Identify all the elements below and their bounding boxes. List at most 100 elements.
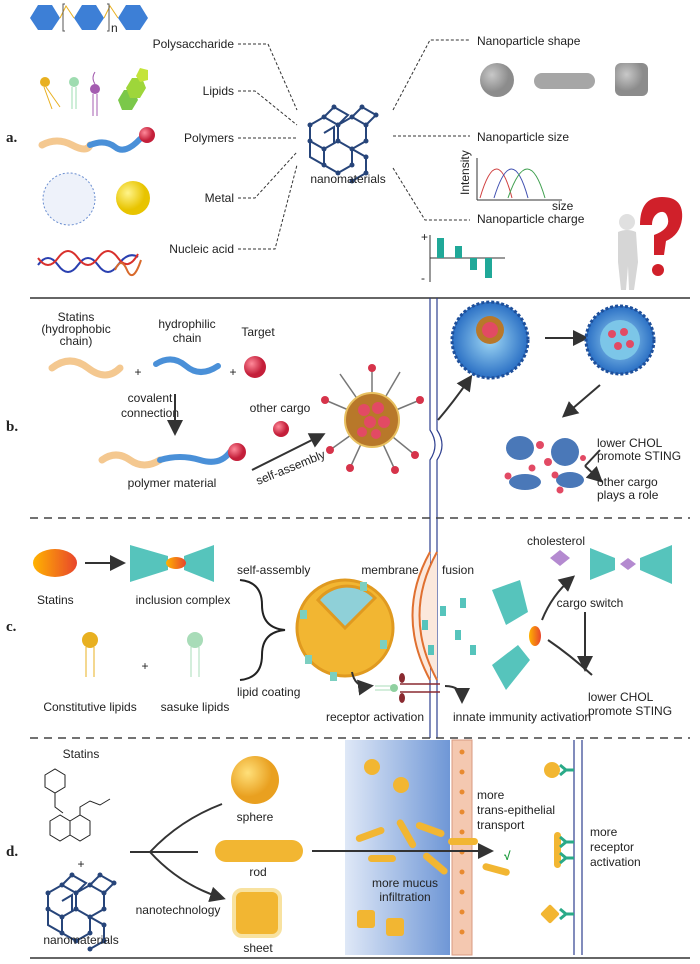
outcome-arrow bbox=[547, 612, 592, 675]
cargo-switch-arrow bbox=[541, 575, 576, 621]
plus-sign: + bbox=[134, 365, 141, 379]
target-label: Target bbox=[241, 325, 275, 339]
loaded-liposome-icon bbox=[584, 304, 656, 376]
statins-label: Statins bbox=[37, 593, 74, 607]
label-nanoparticle-charge: Nanoparticle charge bbox=[477, 212, 585, 226]
hydrophilic-label-2: chain bbox=[173, 331, 202, 345]
lipid-coating-label: lipid coating bbox=[237, 685, 300, 699]
plus-sign: + bbox=[229, 365, 236, 379]
mucus-label-1: more mucus bbox=[372, 876, 438, 890]
label-lipids: Lipids bbox=[203, 84, 234, 98]
sphere-icon bbox=[231, 756, 279, 804]
cargo-switch-label: cargo switch bbox=[557, 596, 624, 610]
polymer-material-icon bbox=[98, 443, 246, 469]
receptor-label-2: receptor bbox=[590, 840, 634, 854]
rod-icon bbox=[215, 840, 303, 862]
label-metal: Metal bbox=[205, 191, 234, 205]
arrow-to-liposome bbox=[437, 374, 473, 421]
sphere-label: sphere bbox=[237, 810, 274, 824]
lipid-coated-nanoparticle-icon bbox=[295, 578, 395, 681]
rod-label: rod bbox=[249, 865, 266, 879]
plus-sign: + bbox=[77, 857, 84, 871]
panel-label-b: b. bbox=[6, 419, 18, 435]
polymer-material-label: polymer material bbox=[128, 476, 217, 490]
other-cargo-label: other cargo bbox=[250, 401, 311, 415]
cholesterol-complex-icon bbox=[590, 545, 672, 584]
polymer-chain-icon bbox=[38, 127, 155, 153]
arrow-to-receptor bbox=[351, 671, 374, 696]
label-polysaccharide: Polysaccharide bbox=[153, 37, 235, 51]
panel-label-c: c. bbox=[6, 619, 17, 635]
size-distribution-plot bbox=[476, 158, 562, 201]
statins-label-3: chain) bbox=[60, 334, 93, 348]
charge-plot bbox=[429, 235, 505, 282]
statins-icon bbox=[33, 549, 77, 577]
sasuke-lipids-label: sasuke lipids bbox=[161, 700, 230, 714]
inclusion-complex-icon bbox=[130, 545, 214, 582]
self-assembly-label: self-assembly bbox=[237, 563, 310, 577]
left-leader-lines bbox=[238, 43, 298, 250]
right-leader-lines bbox=[392, 39, 470, 221]
membrane-line bbox=[429, 298, 443, 738]
sheet-label: sheet bbox=[243, 941, 273, 955]
fusion-label: fusion bbox=[442, 563, 474, 577]
thinking-person-question-icon bbox=[618, 197, 683, 290]
liposome-icon bbox=[450, 300, 530, 380]
size-plot-ylabel: Intensity bbox=[458, 150, 472, 195]
size-plot-xlabel: size bbox=[552, 199, 574, 213]
outcome-b2-line2: plays a role bbox=[597, 488, 659, 502]
released-complexes-icon bbox=[422, 598, 476, 655]
outcome-b1-line2: promote STING bbox=[597, 449, 681, 463]
spiky-nanoparticle-icon bbox=[321, 364, 424, 474]
hydrophilic-label-1: hydrophilic bbox=[158, 317, 215, 331]
membrane-label: membrane bbox=[361, 563, 419, 577]
polysaccharide-icon bbox=[30, 3, 148, 32]
nanomaterials-label: nanomaterials bbox=[43, 933, 118, 947]
metal-icon bbox=[42, 172, 150, 226]
transport-label-2: trans-epithelial bbox=[477, 803, 555, 817]
cell-membrane-line bbox=[573, 740, 583, 955]
split-arrows bbox=[584, 449, 600, 480]
mucus-label-2: infiltration bbox=[379, 890, 430, 904]
label-polymers: Polymers bbox=[184, 131, 234, 145]
receptor-label-1: more bbox=[590, 825, 618, 839]
plus-sign: + bbox=[141, 659, 148, 673]
label-nucleic-acid: Nucleic acid bbox=[169, 242, 234, 256]
panel-label-a: a. bbox=[6, 130, 18, 146]
lipids-icon bbox=[40, 68, 148, 116]
outcome-b2-line1: other cargo bbox=[597, 475, 658, 489]
cholesterol-icon bbox=[550, 550, 570, 566]
label-nanoparticle-size: Nanoparticle size bbox=[477, 130, 569, 144]
dna-icon bbox=[37, 250, 142, 277]
target-icon bbox=[244, 356, 266, 378]
cholesterol-label: cholesterol bbox=[527, 534, 585, 548]
receptor-activation-label: receptor activation bbox=[326, 710, 424, 724]
arrow-to-immunity bbox=[444, 685, 470, 704]
brace-icon bbox=[239, 579, 286, 681]
covalent-label-1: covalent bbox=[128, 391, 173, 405]
hydrophobic-chain-icon bbox=[48, 357, 124, 379]
outcome-c-line2: promote STING bbox=[588, 704, 672, 718]
panel-label-d: d. bbox=[6, 844, 18, 860]
separated-cyclodextrin-icon bbox=[492, 580, 541, 690]
statins-label-1: Statins bbox=[58, 310, 95, 324]
transport-label-1: more bbox=[477, 788, 505, 802]
epithelial-cells bbox=[451, 739, 473, 956]
receptor-binding-icons bbox=[540, 762, 574, 924]
constitutive-lipid-icon bbox=[82, 632, 98, 677]
nanotechnology-label: nanotechnology bbox=[136, 903, 221, 917]
outcome-c-line1: lower CHOL bbox=[588, 690, 654, 704]
disassembled-liposome-icon bbox=[504, 436, 586, 494]
arrow-down-left bbox=[561, 384, 601, 418]
charge-plus: + bbox=[421, 230, 428, 244]
statins-label-2: (hydrophobic bbox=[41, 322, 110, 336]
transport-label-3: transport bbox=[477, 818, 525, 832]
outcome-b1-line1: lower CHOL bbox=[597, 436, 663, 450]
repeat-subscript: n bbox=[111, 21, 118, 35]
sasuke-lipid-icon bbox=[187, 632, 203, 677]
sheet-icon bbox=[232, 888, 282, 938]
innate-immunity-label: innate immunity activation bbox=[453, 710, 591, 724]
statins-label: Statins bbox=[63, 747, 100, 761]
covalent-label-2: connection bbox=[121, 406, 179, 420]
